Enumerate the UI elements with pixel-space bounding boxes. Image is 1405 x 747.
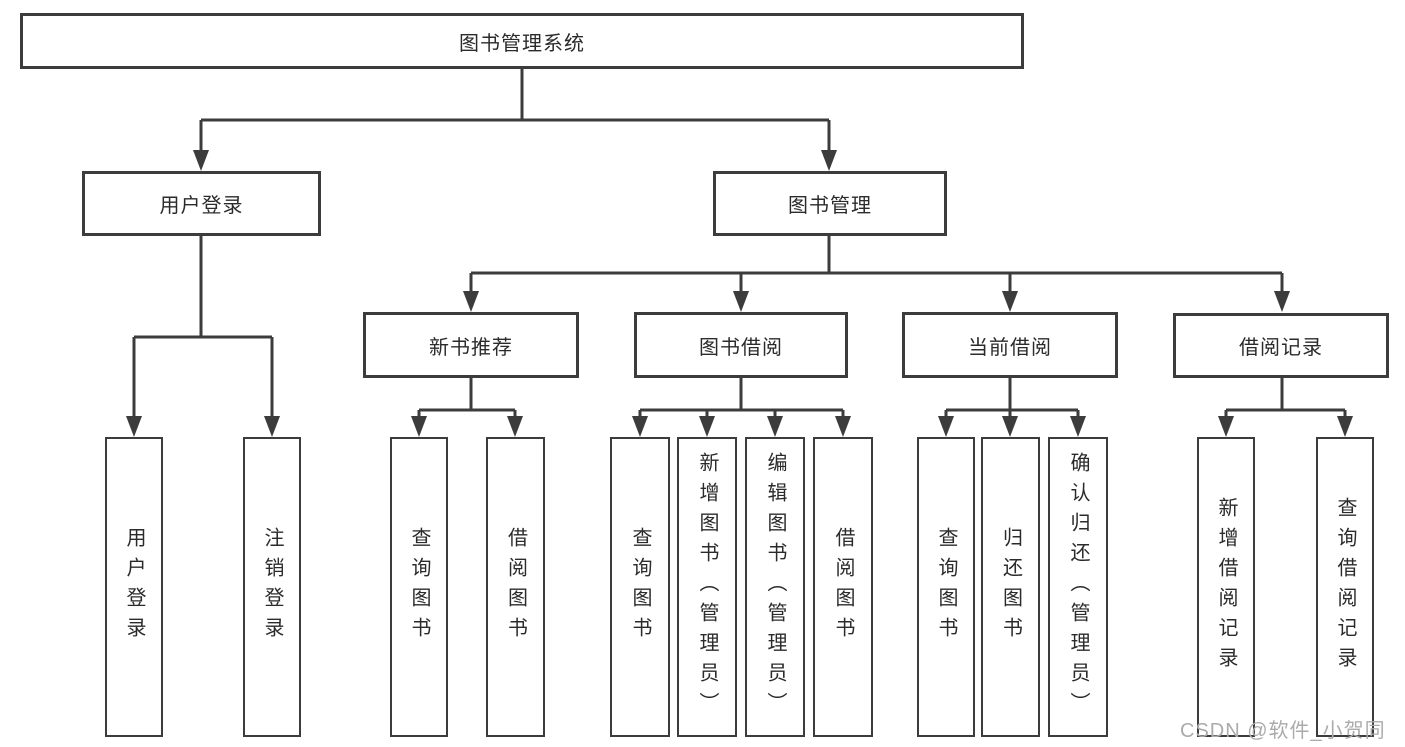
leaf-br-query-record: 查询借阅记录 bbox=[1316, 437, 1374, 737]
node-current-borrow: 当前借阅 bbox=[902, 312, 1118, 378]
leaf-user-login: 用户登录 bbox=[105, 437, 163, 737]
node-book-management: 图书管理 bbox=[713, 171, 947, 236]
node-user-login: 用户登录 bbox=[82, 171, 321, 236]
node-borrow-records: 借阅记录 bbox=[1173, 313, 1389, 378]
leaf-nbr-query-books: 查询图书 bbox=[390, 437, 448, 737]
leaf-nbr-borrow-books: 借阅图书 bbox=[486, 437, 545, 737]
node-root-system: 图书管理系统 bbox=[20, 13, 1024, 69]
leaf-bb-add-books-admin: 新增图书（管理员） bbox=[677, 437, 737, 737]
leaf-logout: 注销登录 bbox=[243, 437, 301, 737]
leaf-bb-query-books: 查询图书 bbox=[610, 437, 670, 737]
leaf-bb-edit-books-admin: 编辑图书（管理员） bbox=[745, 437, 805, 737]
arrowheads bbox=[126, 150, 1353, 437]
leaf-bb-borrow-books: 借阅图书 bbox=[813, 437, 873, 737]
node-new-book-recommend: 新书推荐 bbox=[363, 312, 579, 378]
leaf-cb-return-books: 归还图书 bbox=[981, 437, 1040, 737]
node-book-borrow: 图书借阅 bbox=[634, 312, 848, 378]
leaf-cb-confirm-return-admin: 确认归还（管理员） bbox=[1048, 437, 1108, 737]
leaf-cb-query-books: 查询图书 bbox=[917, 437, 975, 737]
leaf-br-add-record: 新增借阅记录 bbox=[1197, 437, 1255, 737]
csdn-watermark: CSDN @软件_小贺同学 bbox=[1180, 720, 1386, 742]
